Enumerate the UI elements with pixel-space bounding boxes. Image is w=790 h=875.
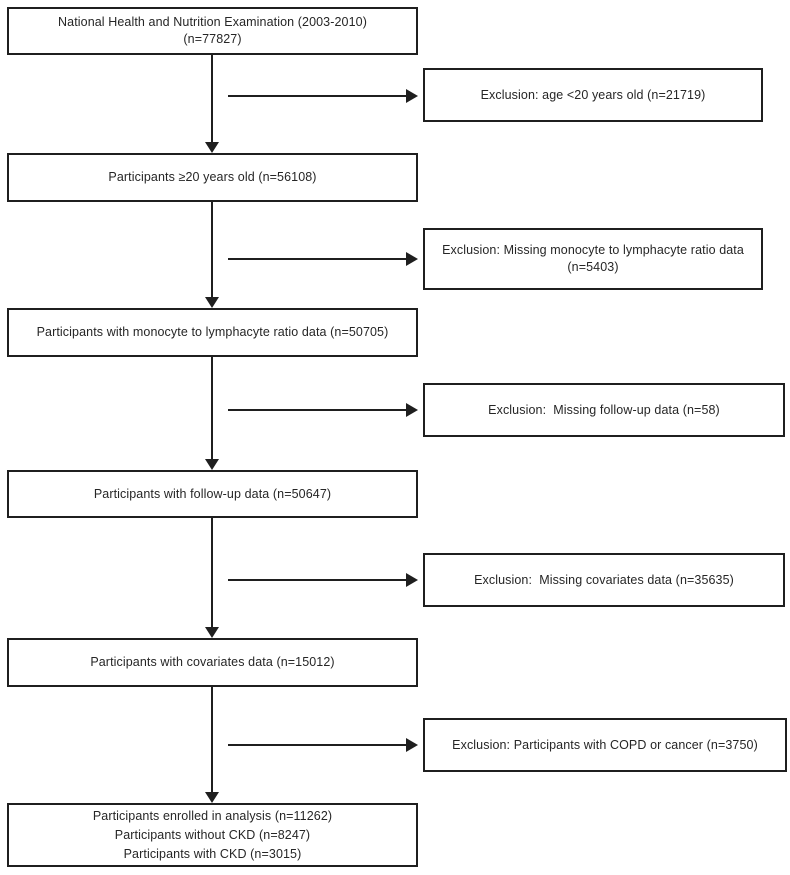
arrow-right-head-icon xyxy=(406,738,418,752)
flow-box-text: (n=77827) xyxy=(183,32,242,46)
arrow-down-head-icon xyxy=(205,142,219,153)
flow-box-text: National Health and Nutrition Examinatio… xyxy=(58,15,367,29)
flow-box-exclusion-followup: Exclusion: Missing follow-up data (n=58) xyxy=(423,383,785,437)
flow-box-exclusion-mlr: Exclusion: Missing monocyte to lymphacyt… xyxy=(423,228,763,290)
arrow-right-head-icon xyxy=(406,403,418,417)
flow-box-text: Participants enrolled in analysis (n=112… xyxy=(92,808,333,823)
arrow-down-line-4 xyxy=(211,518,213,628)
flow-box-mlr-data: Participants with monocyte to lymphacyte… xyxy=(7,308,418,357)
arrow-right-line-1 xyxy=(228,95,406,97)
arrow-down-head-icon xyxy=(205,459,219,470)
arrow-down-head-icon xyxy=(205,627,219,638)
arrow-right-line-5 xyxy=(228,744,406,746)
arrow-right-head-icon xyxy=(406,89,418,103)
flow-box-text: Participants without CKD (n=8247) xyxy=(114,827,311,842)
arrow-down-head-icon xyxy=(205,792,219,803)
flow-box-text: Participants with monocyte to lymphacyte… xyxy=(36,325,389,339)
arrow-down-line-5 xyxy=(211,687,213,793)
arrow-right-line-4 xyxy=(228,579,406,581)
flow-box-covariates-data: Participants with covariates data (n=150… xyxy=(7,638,418,687)
arrow-right-line-2 xyxy=(228,258,406,260)
flow-box-followup-data: Participants with follow-up data (n=5064… xyxy=(7,470,418,518)
arrow-right-line-3 xyxy=(228,409,406,411)
arrow-down-line-2 xyxy=(211,202,213,298)
arrow-down-line-3 xyxy=(211,357,213,460)
flow-box-text: Participants with follow-up data (n=5064… xyxy=(93,486,332,501)
flow-box-nhanes-source: National Health and Nutrition Examinatio… xyxy=(7,7,418,55)
flow-box-text: Participants with covariates data (n=150… xyxy=(90,655,335,669)
flow-box-text: Participants with CKD (n=3015) xyxy=(123,846,302,861)
flow-box-final-analysis: Participants enrolled in analysis (n=112… xyxy=(7,803,418,867)
flow-box-age-filtered: Participants ≥20 years old (n=56108) xyxy=(7,153,418,202)
flow-box-text: Exclusion: Participants with COPD or can… xyxy=(452,737,758,752)
flow-box-text: Exclusion: Missing follow-up data (n=58) xyxy=(488,402,720,417)
flow-box-text: Exclusion: Missing monocyte to lymphacyt… xyxy=(442,243,744,257)
flow-box-exclusion-covariates: Exclusion: Missing covariates data (n=35… xyxy=(423,553,785,607)
arrow-down-head-icon xyxy=(205,297,219,308)
arrow-right-head-icon xyxy=(406,252,418,266)
flow-box-text: Exclusion: Missing covariates data (n=35… xyxy=(474,572,734,587)
arrow-down-line-1 xyxy=(211,55,213,143)
arrow-right-head-icon xyxy=(406,573,418,587)
flow-box-exclusion-age: Exclusion: age <20 years old (n=21719) xyxy=(423,68,763,122)
flow-box-text: Exclusion: age <20 years old (n=21719) xyxy=(480,87,706,102)
flow-box-text: Participants ≥20 years old (n=56108) xyxy=(108,170,317,184)
flow-box-text: (n=5403) xyxy=(567,260,619,274)
flow-box-exclusion-copd-cancer: Exclusion: Participants with COPD or can… xyxy=(423,718,787,772)
